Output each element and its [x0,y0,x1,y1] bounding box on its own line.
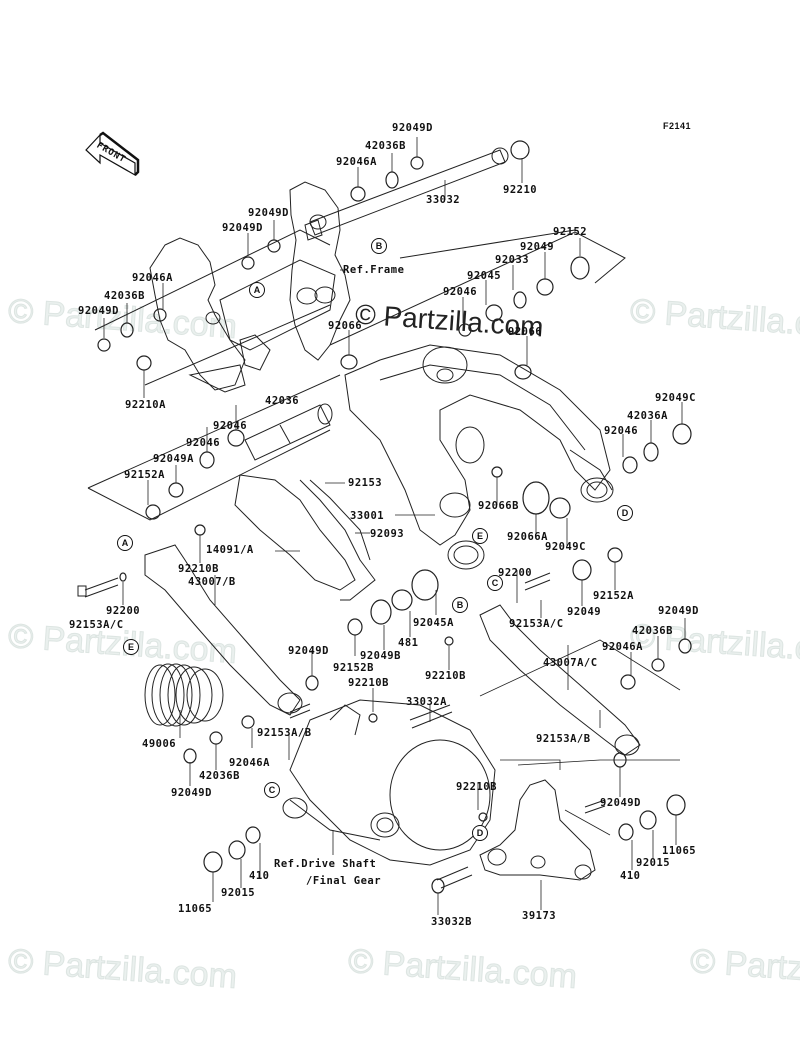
part-label[interactable]: 92210B [178,563,219,575]
part-label[interactable]: 92049D [222,222,263,234]
part-label[interactable]: 92210 [503,184,538,196]
part-label[interactable]: 43007A/C [543,657,598,669]
part-label[interactable]: 92049D [392,122,433,134]
part-label[interactable]: 92210A [125,399,166,411]
part-label[interactable]: 92045 [467,270,502,282]
part-label[interactable]: 92152B [333,662,374,674]
callout-b: B [452,597,468,613]
part-label[interactable]: 92153A/B [257,727,312,739]
callout-d: D [617,505,633,521]
part-label[interactable]: 92046A [602,641,643,653]
part-label[interactable]: 92066 [328,320,363,332]
part-label[interactable]: 92066A [507,531,548,543]
part-label[interactable]: 92153A/C [509,618,564,630]
part-label[interactable]: 92153 [348,477,383,489]
part-label[interactable]: 92046 [186,437,221,449]
callout-c: C [487,575,503,591]
part-label[interactable]: 42036B [104,290,145,302]
part-label[interactable]: 92049C [545,541,586,553]
part-label[interactable]: 92210B [348,677,389,689]
part-label[interactable]: 92152A [124,469,165,481]
part-label[interactable]: 410 [620,870,641,882]
part-label[interactable]: 43007/B [188,576,236,588]
reference-frame[interactable]: Ref.Frame [343,264,405,276]
callout-c: C [264,782,280,798]
part-label[interactable]: 33032B [431,916,472,928]
part-label[interactable]: 39173 [522,910,557,922]
part-label[interactable]: 92033 [495,254,530,266]
part-label[interactable]: 14091/A [206,544,254,556]
part-label[interactable]: 410 [249,870,270,882]
part-label[interactable]: 92046A [132,272,173,284]
part-label[interactable]: 42036B [632,625,673,637]
part-label[interactable]: 42036 [265,395,300,407]
part-label[interactable]: 92046A [336,156,377,168]
part-label[interactable]: 42036B [365,140,406,152]
part-label[interactable]: 92046 [213,420,248,432]
part-label[interactable]: 92153A/C [69,619,124,631]
reference-drive-shaft[interactable]: Ref.Drive Shaft [274,858,377,870]
part-label[interactable]: 33032A [406,696,447,708]
part-label[interactable]: 92152 [553,226,588,238]
part-label[interactable]: 92210B [456,781,497,793]
callout-a: A [117,535,133,551]
callout-d: D [472,825,488,841]
callout-a: A [249,282,265,298]
part-label[interactable]: 11065 [178,903,213,915]
part-label[interactable]: 92049D [171,787,212,799]
part-label[interactable]: 92045A [413,617,454,629]
part-label[interactable]: 33001 [350,510,385,522]
part-label[interactable]: 92046 [443,286,478,298]
part-label[interactable]: 92153A/B [536,733,591,745]
part-label[interactable]: 92093 [370,528,405,540]
figure-code: F2141 [663,121,692,131]
part-label[interactable]: 33032 [426,194,461,206]
part-label[interactable]: 92200 [498,567,533,579]
part-label[interactable]: 92049A [153,453,194,465]
part-label[interactable]: 92049B [360,650,401,662]
part-label[interactable]: 92015 [221,887,256,899]
part-label[interactable]: 92210B [425,670,466,682]
rubber-boot [144,663,224,727]
part-label[interactable]: 92049C [655,392,696,404]
part-label[interactable]: 92049D [248,207,289,219]
part-label[interactable]: 11065 [662,845,697,857]
part-label[interactable]: 49006 [142,738,177,750]
part-label[interactable]: 92015 [636,857,671,869]
part-label[interactable]: 42036A [627,410,668,422]
part-label[interactable]: 42036B [199,770,240,782]
callout-b: B [371,238,387,254]
part-label[interactable]: 481 [398,637,419,649]
part-label[interactable]: 92049 [567,606,602,618]
part-label[interactable]: 92200 [106,605,141,617]
part-label[interactable]: 92046 [604,425,639,437]
part-label[interactable]: 92049 [520,241,555,253]
part-label[interactable]: 92049D [78,305,119,317]
front-arrow-icon [85,131,140,177]
part-label[interactable]: 92049D [658,605,699,617]
part-label[interactable]: 92066 [508,326,543,338]
part-label[interactable]: 92049D [288,645,329,657]
callout-e: E [123,639,139,655]
part-label[interactable]: 92049D [600,797,641,809]
reference-final-gear[interactable]: /Final Gear [306,875,382,887]
part-label[interactable]: 92152A [593,590,634,602]
part-label[interactable]: 92066B [478,500,519,512]
part-label[interactable]: 92046A [229,757,270,769]
callout-e: E [472,528,488,544]
